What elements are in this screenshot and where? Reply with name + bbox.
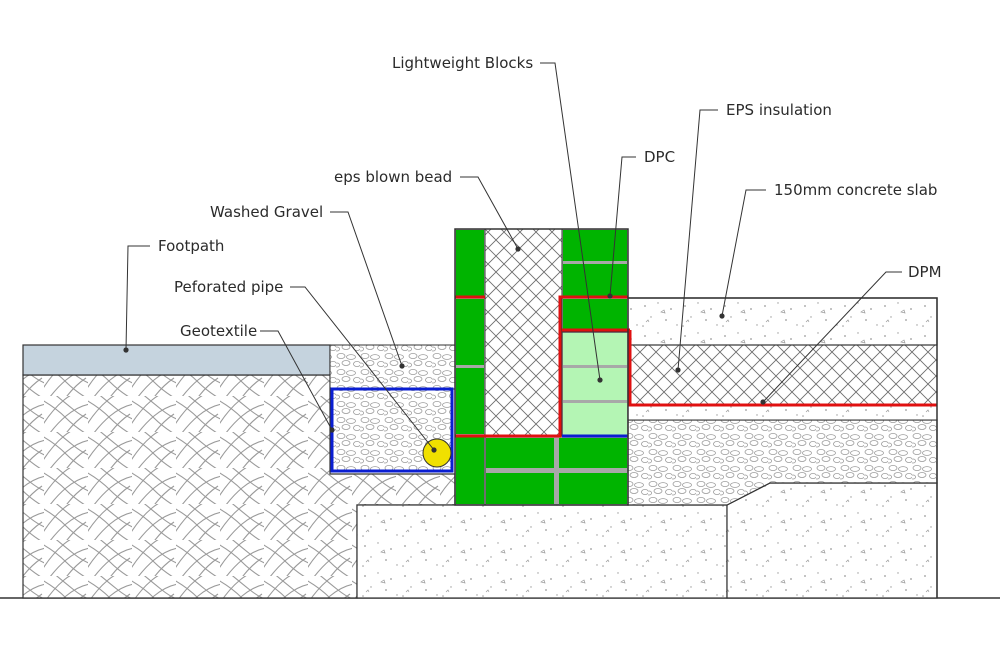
label-dpc: DPC [644, 148, 675, 166]
inner-leaf-blocks [561, 228, 629, 333]
label-eps-blown-bead: eps blown bead [334, 168, 452, 186]
subsoil-right [726, 482, 938, 599]
perforated-pipe [422, 438, 452, 468]
label-washed-gravel: Washed Gravel [210, 203, 323, 221]
eps-blown-bead-cavity [484, 228, 563, 437]
geotextile-wrap [330, 387, 454, 473]
wall-outline [454, 228, 629, 506]
label-lightweight-blocks: Lightweight Blocks [392, 54, 533, 72]
label-perforated-pipe: Peforated pipe [174, 278, 283, 296]
label-footpath: Footpath [158, 237, 224, 255]
slab-outline [628, 297, 938, 598]
blinding-layer [627, 404, 938, 421]
eps-insulation [627, 344, 938, 406]
foundation-concrete [356, 504, 728, 599]
dpc-lines [455, 295, 630, 438]
dpm-line [628, 330, 937, 407]
label-geotextile: Geotextile [180, 322, 257, 340]
label-dpm: DPM [908, 263, 942, 281]
outer-leaf-blocks [454, 228, 486, 506]
concrete-slab [627, 297, 938, 346]
substructure-blocks [484, 435, 629, 506]
label-concrete-slab: 150mm concrete slab [774, 181, 937, 199]
label-eps-insulation: EPS insulation [726, 101, 832, 119]
washed-gravel-top [329, 344, 456, 390]
lightweight-blocks [561, 331, 629, 437]
footpath [22, 344, 331, 376]
leader-lines [123, 62, 902, 453]
